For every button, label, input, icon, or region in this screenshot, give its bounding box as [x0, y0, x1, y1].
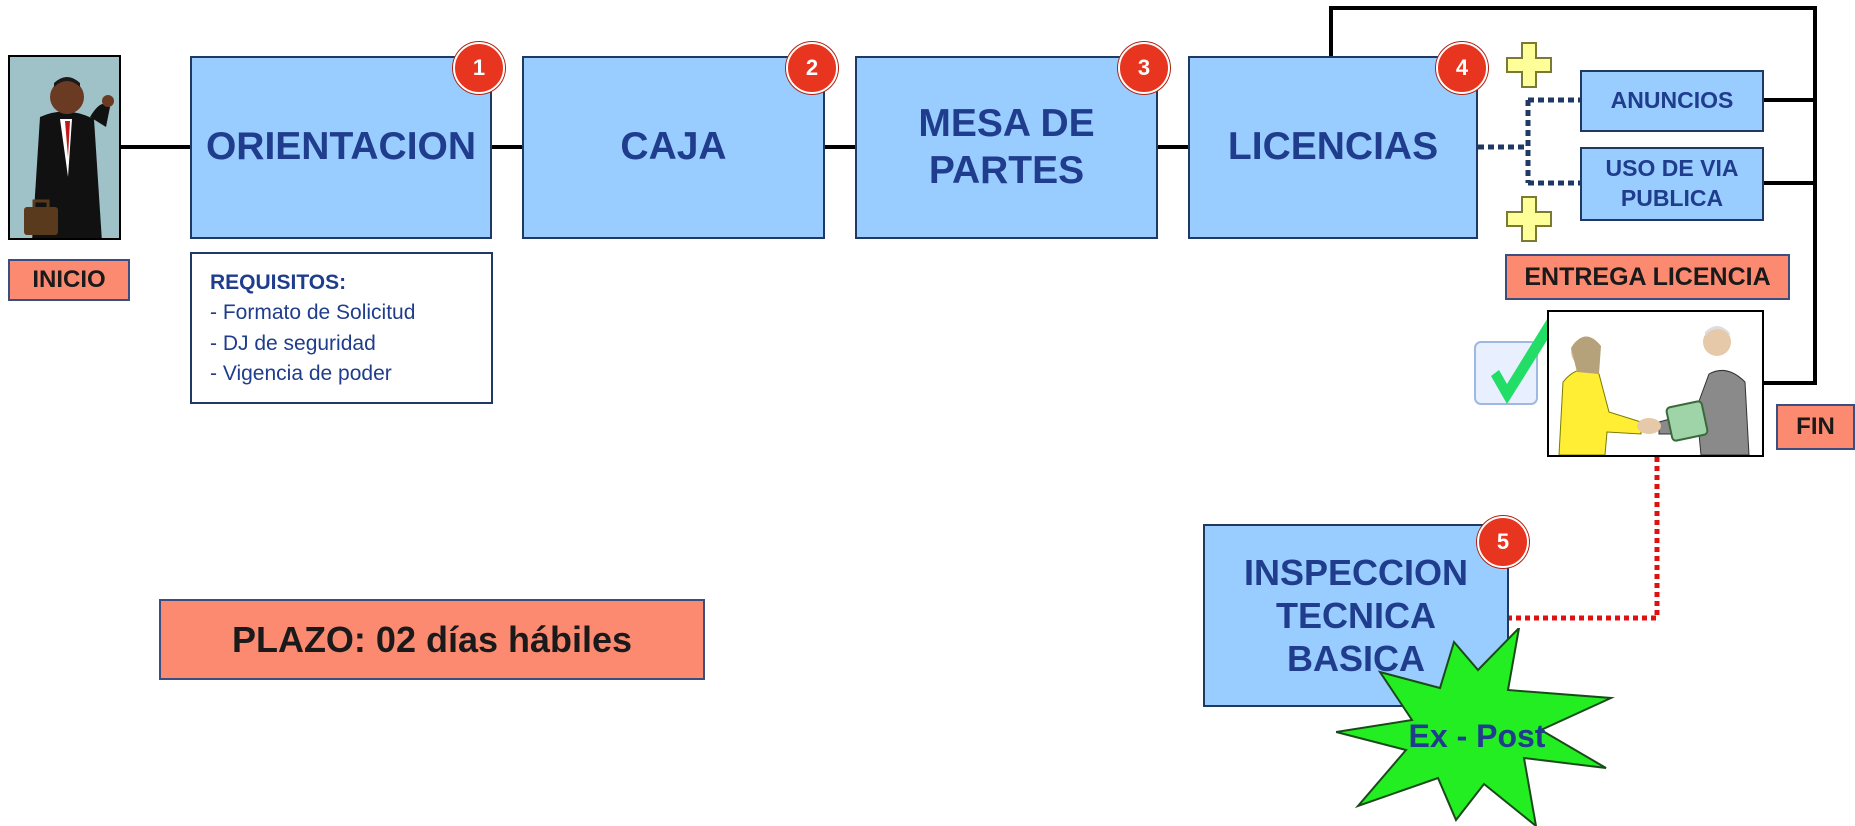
substep-uso-de-via-publica[interactable]: USO DE VIA PUBLICA	[1580, 147, 1764, 221]
step-3-badge: 3	[1118, 42, 1170, 94]
requirement-item: - Vigencia de poder	[210, 362, 392, 386]
step-mesa-de-partes[interactable]: MESA DE PARTES	[855, 56, 1158, 239]
step-caja[interactable]: CAJA	[522, 56, 825, 239]
requirements-box: REQUISITOS: - Formato de Solicitud - DJ …	[190, 252, 493, 404]
requirement-item: - DJ de seguridad	[210, 331, 376, 355]
requirements-title: REQUISITOS:	[210, 271, 347, 294]
deadline-label: PLAZO: 02 días hábiles	[159, 599, 705, 680]
plus-icon	[1506, 42, 1552, 88]
plus-icon	[1506, 196, 1552, 242]
starburst-shape	[1336, 628, 1615, 826]
requirement-item: - Formato de Solicitud	[210, 301, 416, 325]
step-2-badge: 2	[786, 42, 838, 94]
step-licencias[interactable]: LICENCIAS	[1188, 56, 1478, 239]
step-4-badge: 4	[1436, 42, 1488, 94]
step-orientacion[interactable]: ORIENTACION	[190, 56, 492, 239]
businessman-phone-icon	[8, 55, 121, 240]
checkmark-icon	[1474, 316, 1561, 405]
step-1-badge: 1	[453, 42, 505, 94]
start-label: INICIO	[8, 259, 130, 301]
handshake-icon	[1547, 310, 1764, 457]
end-label: FIN	[1776, 404, 1855, 450]
substep-anuncios[interactable]: ANUNCIOS	[1580, 70, 1764, 132]
starburst-label: Ex - Post	[1408, 718, 1546, 754]
step-5-badge: 5	[1477, 516, 1529, 568]
delivery-label: ENTREGA LICENCIA	[1505, 254, 1790, 300]
